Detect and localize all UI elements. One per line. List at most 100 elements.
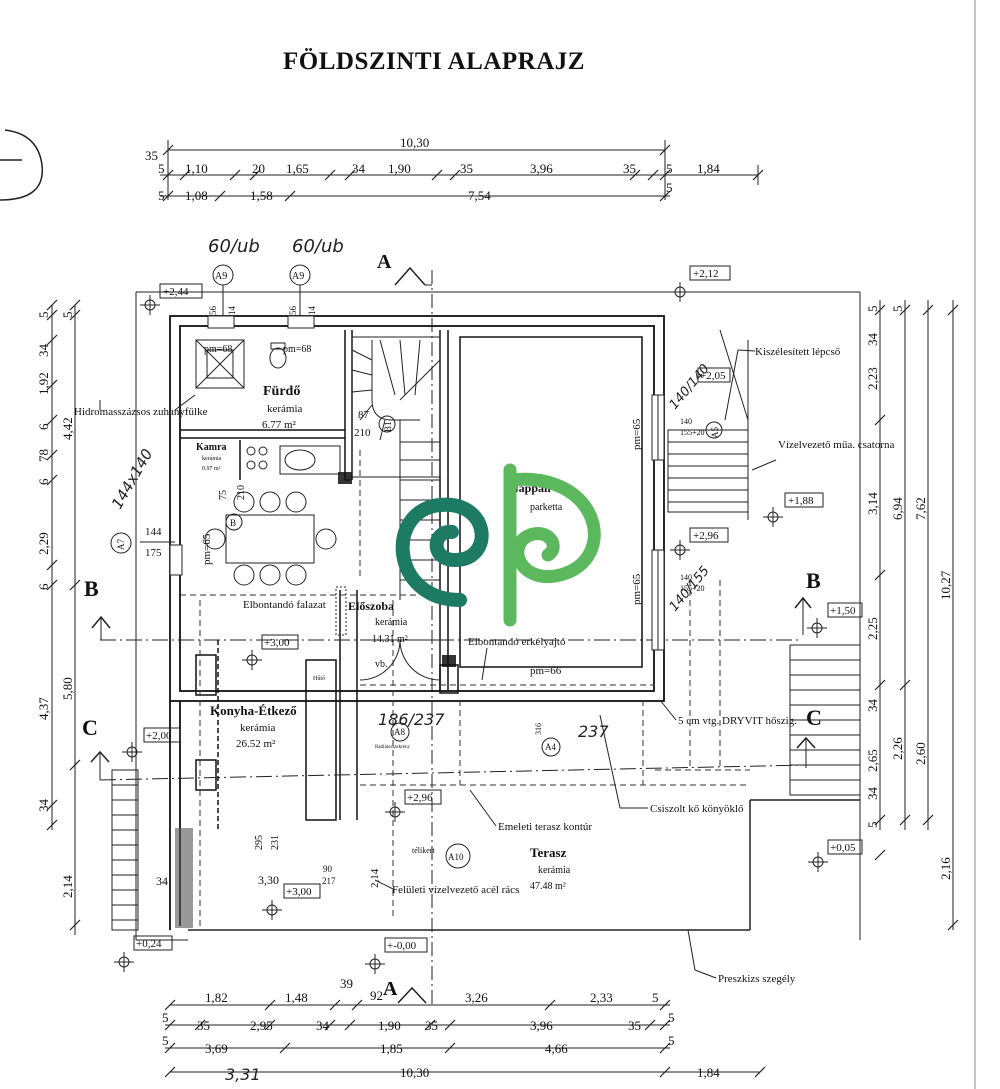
dim-label: 2,23 — [865, 367, 880, 390]
dim-label: 5 — [666, 180, 673, 195]
room-finish: kerámia — [375, 617, 408, 628]
dim-label: 5 — [666, 161, 673, 176]
dim-label: 34 — [865, 787, 880, 801]
dim-label: 155+20 — [680, 584, 705, 593]
hallway-doors — [335, 586, 441, 681]
room-area: 6.77 m² — [262, 419, 297, 431]
window-height-label: pm=66 — [530, 665, 562, 677]
dim-label: 1,90 — [378, 1018, 401, 1033]
watermark-logo-icon — [395, 463, 601, 627]
bottom-dimension-labels: 1,82 1,48 39 92 3,26 2,33 5 5 35 2,95 34… — [162, 976, 720, 1084]
room-area: 14.31 m² — [372, 634, 408, 645]
room-name: Konyha-Étkező — [210, 703, 297, 718]
dim-label: 4,66 — [545, 1041, 568, 1056]
level-label: +3,00 — [286, 886, 312, 898]
right-staircase — [667, 329, 861, 796]
svg-text:B: B — [84, 576, 99, 601]
svg-text:A9: A9 — [292, 271, 304, 282]
dim-label: 2,16 — [938, 857, 953, 880]
right-dimension-lines — [874, 300, 959, 931]
dim-label: 217 — [322, 876, 336, 886]
room-area: 47.48 m² — [530, 881, 566, 892]
room-kamra: Kamra kerámia 0.97 m² — [196, 442, 227, 472]
handwritten-note: 144x140 — [108, 446, 157, 512]
dim-label: 5,80 — [60, 677, 75, 700]
left-staircase — [111, 769, 139, 931]
widened-stairs-label: Kiszélesített lépcső — [755, 346, 841, 358]
dim-label: 1,92 — [36, 372, 51, 395]
right-wall-windows — [651, 394, 665, 651]
tag-b1: B1 — [383, 421, 393, 432]
page-title: FÖLDSZINTI ALAPRAJZ — [283, 48, 585, 75]
tag-a4: A4 — [545, 742, 556, 752]
room-terasz: Terasz kerámia 47.48 m² — [530, 845, 571, 892]
dim-label: 1,65 — [286, 161, 309, 176]
window-height-label: pm=65 — [631, 418, 643, 450]
dryvit-label: 5 cm vtg. DRYVIT hőszig. — [678, 715, 797, 727]
demolish-wall-label: Elbontandó falazat — [243, 599, 326, 611]
room-name: Terasz — [530, 845, 567, 860]
exterior-walls — [169, 315, 665, 930]
window-height-label: pm=65 — [201, 533, 213, 565]
room-area: 26.52 m² — [236, 738, 276, 750]
dim-label: 2,33 — [590, 990, 613, 1005]
room-finish: kerámia — [240, 722, 276, 734]
dim-label: 140 — [680, 573, 692, 582]
hatched-walls — [169, 472, 456, 928]
dim-label: 56 — [288, 306, 298, 316]
level-label: +3,00 — [264, 637, 290, 649]
dim-label: 5 — [162, 1010, 169, 1025]
dim-label: 2,14 — [60, 875, 75, 898]
dim-label: 34 — [156, 874, 168, 888]
dim-label: 6,94 — [890, 497, 905, 520]
dim-label: 34 — [36, 344, 51, 358]
dim-label: 1,84 — [697, 1065, 720, 1080]
tag-a10: A10 — [448, 852, 464, 862]
dim-label: 35 — [628, 1018, 641, 1033]
svg-text:A: A — [377, 251, 392, 273]
dim-label: 5 — [668, 1010, 675, 1025]
edge-label: Preszkizs szegély — [718, 973, 796, 985]
dim-label: 4,42 — [60, 417, 75, 440]
handwritten-note: 60/ub — [292, 236, 344, 257]
level-label: +-0,00 — [387, 940, 417, 952]
dim-label: 210 — [236, 485, 247, 500]
dim-label: 5 — [60, 312, 75, 319]
dining-table — [204, 491, 337, 586]
dim-label: 295 — [254, 835, 265, 850]
window-height: 175 — [145, 547, 162, 559]
dim-label: 5 — [652, 990, 659, 1005]
fridge-label: Hűtő — [313, 676, 325, 682]
section-mark-b-left: B — [84, 576, 111, 640]
bathroom-fixtures — [195, 339, 341, 475]
dim-label: 14 — [307, 306, 317, 316]
dim-label: 34 — [865, 699, 880, 713]
dim-label: 2,14 — [369, 868, 381, 888]
dim-label: 231 — [270, 835, 281, 850]
dim-label: 6 — [36, 423, 51, 430]
dim-label: 3,14 — [865, 492, 880, 515]
room-furdo: Fürdő kerámia 6.77 m² — [262, 384, 303, 431]
right-dimension-labels: 5 34 5 2,23 3,14 6,94 7,62 10,27 2,25 34… — [865, 306, 953, 881]
dim-label: 1,84 — [697, 161, 720, 176]
shower-label: Hidromasszázsos zuhanyfülke — [74, 406, 208, 418]
dim-label: 35 — [460, 161, 473, 176]
top-wall-windows — [207, 315, 315, 329]
room-area: 0.97 m² — [202, 466, 221, 472]
dim-label: 2,26 — [890, 737, 905, 760]
room-finish: kerámia — [202, 456, 222, 462]
window-height-label: pm=68 — [283, 344, 311, 355]
level-label: +0,24 — [136, 938, 162, 950]
svg-text:C: C — [82, 715, 98, 740]
section-mark-a-bottom: A — [383, 978, 427, 1004]
dim-label: 35 — [197, 1018, 210, 1033]
dim-label: 155+20 — [680, 428, 705, 437]
level-label: +2,12 — [693, 268, 718, 280]
drain-label: Felületi vízelvezető acél rács — [392, 884, 519, 896]
dim-label: 4,37 — [36, 697, 51, 720]
left-dimension-lines — [46, 299, 101, 935]
svg-text:A: A — [383, 978, 398, 1000]
tag-b: B — [230, 518, 236, 528]
dim-label: 140 — [680, 417, 692, 426]
